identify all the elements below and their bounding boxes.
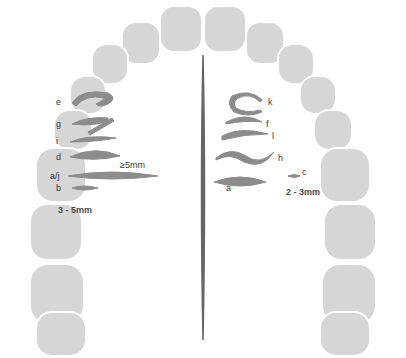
letter-label: d bbox=[56, 153, 61, 162]
dimension-label: 3 - 5mm bbox=[58, 206, 92, 215]
dimension-label: ≥5mm bbox=[120, 161, 145, 170]
letter-label: f bbox=[266, 120, 269, 129]
rugae bbox=[68, 92, 300, 190]
letter-label: i bbox=[56, 137, 58, 146]
letter-label: k bbox=[268, 98, 273, 107]
letter-label: h bbox=[278, 154, 283, 163]
letter-label: a/j bbox=[50, 172, 60, 181]
teeth bbox=[30, 6, 376, 356]
letter-label: e bbox=[56, 98, 61, 107]
letter-label: a bbox=[226, 184, 231, 193]
dimension-label: 2 - 3mm bbox=[286, 188, 320, 197]
letter-label: c bbox=[302, 168, 307, 177]
letter-label: b bbox=[56, 184, 61, 193]
letter-label: l bbox=[272, 132, 274, 141]
palatal-raphe bbox=[202, 55, 205, 340]
letter-label: g bbox=[56, 120, 61, 129]
